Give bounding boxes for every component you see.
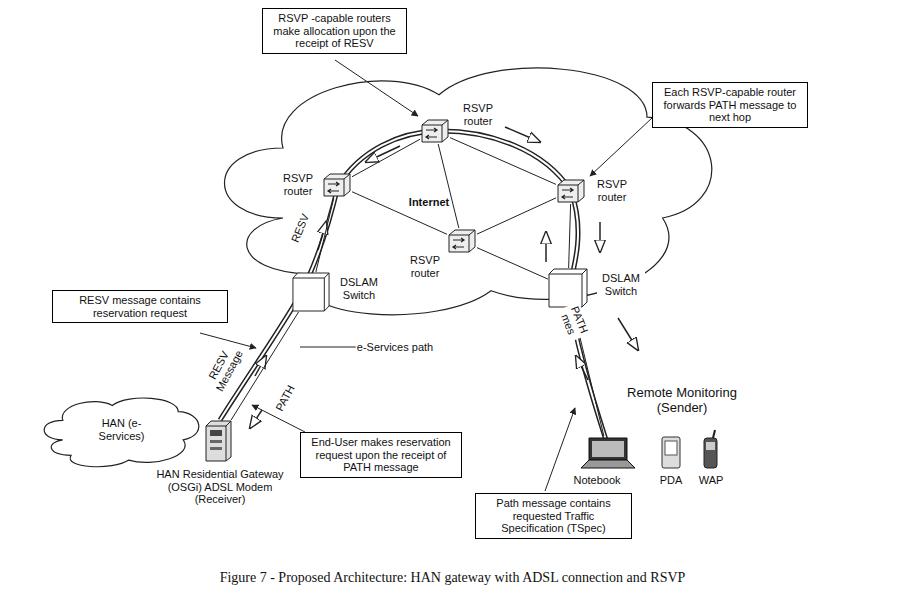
rsvp-router: RSVP router (322, 172, 352, 198)
node-label: HAN Residential Gateway (OSGi) ADSL Mode… (151, 468, 289, 506)
leader-line (335, 60, 418, 116)
dslam-switch: DSLAM Switch (292, 272, 330, 312)
node-label: RSVP router (403, 254, 447, 279)
network-link (438, 144, 459, 228)
callout-text: RSVP -capable routers make allocation up… (267, 12, 402, 50)
switch-icon (548, 268, 588, 308)
phone-icon (704, 430, 717, 468)
leader-line (545, 408, 575, 491)
eservices-path (220, 131, 606, 440)
han-cloud: HAN (e-Services) (38, 393, 203, 471)
router-icon (447, 228, 477, 254)
flow-arrow (576, 356, 588, 380)
rsvp-router: RSVP router (420, 118, 450, 144)
network-link (316, 198, 334, 272)
node-label: RSVP router (276, 172, 320, 197)
network-link (477, 248, 548, 279)
callout-text: RESV message contains reservation reques… (57, 294, 223, 319)
node-label: Internet (393, 196, 465, 209)
router-icon (556, 178, 586, 204)
rsvp-router: RSVP router (556, 178, 586, 204)
network-link (352, 139, 420, 176)
callout-box: RSVP -capable routers make allocation up… (262, 8, 407, 54)
node-label: RSVP router (456, 102, 500, 127)
notebook-icon (577, 436, 639, 470)
node-label: DSLAM Switch (335, 276, 383, 301)
path-label: PDA (659, 474, 684, 486)
network-link (569, 204, 571, 268)
path-label: PATH (273, 382, 298, 414)
node-label: DSLAM Switch (597, 272, 645, 297)
callout-box: Path message contains requested Traffic … (475, 493, 632, 539)
path-label: PATH mes (556, 302, 591, 343)
network-link (477, 198, 556, 234)
eservices-path (220, 131, 606, 440)
path-label: RESV (288, 211, 311, 245)
network-link (450, 138, 556, 185)
rsvp-router: RSVP router (447, 228, 477, 254)
node-label: HAN (e-Services) (78, 417, 165, 442)
flow-arrow (505, 127, 540, 142)
dslam-switch: DSLAM Switch (548, 268, 588, 308)
leader-line (300, 347, 356, 348)
path-label: Notebook (572, 474, 621, 486)
flow-arrow (545, 232, 547, 262)
node-label: RSVP router (590, 178, 634, 203)
callout-box: End-User makes reservation request upon … (300, 432, 462, 478)
path-label: WAP (698, 474, 725, 486)
callout-text: Path message contains requested Traffic … (480, 497, 627, 535)
flow-arrow (599, 222, 601, 252)
callout-box: RESV message contains reservation reques… (52, 290, 228, 323)
callout-box: Each RSVP-capable router forwards PATH m… (652, 82, 808, 128)
internet-cloud: InternetRSVP routerRSVP routerRSVP route… (205, 50, 725, 330)
switch-icon (292, 272, 330, 312)
leader-line (590, 118, 652, 176)
router-icon (322, 172, 352, 198)
figure-caption: Figure 7 - Proposed Architecture: HAN ga… (0, 570, 905, 586)
network-link (231, 312, 298, 420)
node-label: Remote Monitoring (Sender) (611, 386, 753, 416)
router-icon (420, 118, 450, 144)
path-label: e-Services path (356, 341, 434, 353)
pda-icon (662, 437, 680, 468)
flow-arrow (250, 410, 262, 428)
callout-text: Each RSVP-capable router forwards PATH m… (657, 86, 803, 124)
callout-text: End-User makes reservation request upon … (305, 436, 457, 474)
remote-monitoring: Remote Monitoring (Sender) (577, 436, 639, 470)
flow-arrow (618, 318, 638, 350)
gateway-icon (203, 420, 233, 462)
residential-gateway: HAN Residential Gateway (OSGi) ADSL Mode… (203, 420, 233, 462)
